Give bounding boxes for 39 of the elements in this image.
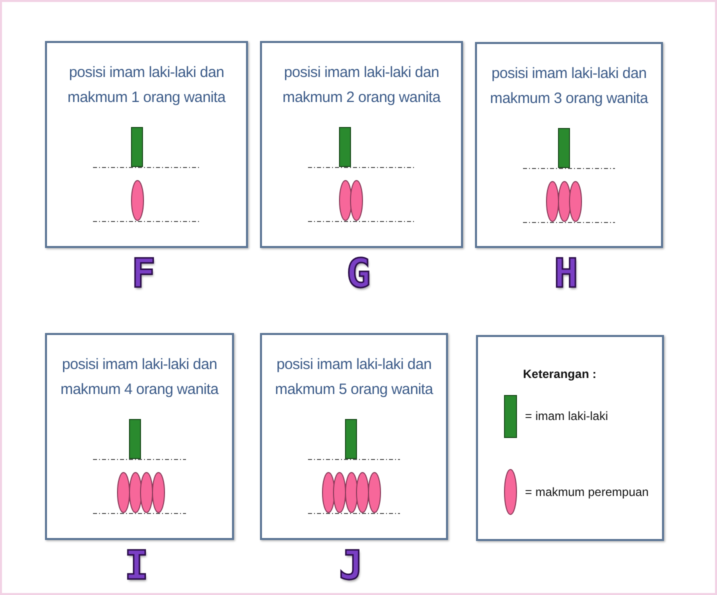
imam-marker [558, 128, 570, 168]
makmum-marker [569, 181, 582, 222]
makmum-marker [322, 472, 334, 513]
imam-marker [131, 127, 143, 167]
panel-letter: H [552, 254, 580, 294]
makmum-marker [152, 472, 164, 513]
panel-title: posisi imam laki-laki dan makmum 3 orang wanita [489, 64, 650, 109]
legend-panel [476, 335, 664, 541]
makmum-marker [117, 472, 130, 513]
panel-letter: J [338, 546, 364, 586]
makmum-marker [350, 180, 363, 221]
makmum-marker [558, 181, 570, 222]
makmum-marker [356, 472, 369, 513]
makmum-marker [128, 472, 142, 513]
panel-letter: F [130, 254, 157, 294]
makmum-marker [368, 472, 380, 513]
imam-marker [345, 419, 357, 459]
legend-label: = makmum perempuan [525, 485, 649, 500]
panel-letter: I [123, 546, 150, 586]
position-panel [45, 41, 248, 248]
legend-label: = imam laki-laki [525, 409, 608, 424]
panel-title: posisi imam laki-laki dan makmum 1 orang wanita [66, 63, 227, 108]
panel-title: posisi imam laki-laki dan makmum 2 orang wanita [282, 63, 442, 108]
makmum-marker [130, 180, 144, 221]
makmum-marker [333, 472, 346, 513]
position-panel [260, 41, 463, 248]
makmum-marker [344, 472, 358, 513]
panel-title: posisi imam laki-laki dan makmum 4 orang wanita [60, 355, 220, 400]
panel-letter: G [345, 254, 372, 294]
imam-marker [129, 419, 141, 459]
imam-marker [339, 127, 351, 167]
position-panel [475, 42, 663, 248]
panel-title: posisi imam laki-laki dan makmum 5 orang wanita [274, 355, 434, 400]
position-panel [260, 333, 448, 540]
makmum-marker [338, 180, 352, 221]
makmum-marker [546, 181, 559, 222]
position-panel [45, 333, 234, 540]
makmum-marker [140, 472, 153, 513]
legend-heading: Keterangan : [523, 367, 596, 382]
